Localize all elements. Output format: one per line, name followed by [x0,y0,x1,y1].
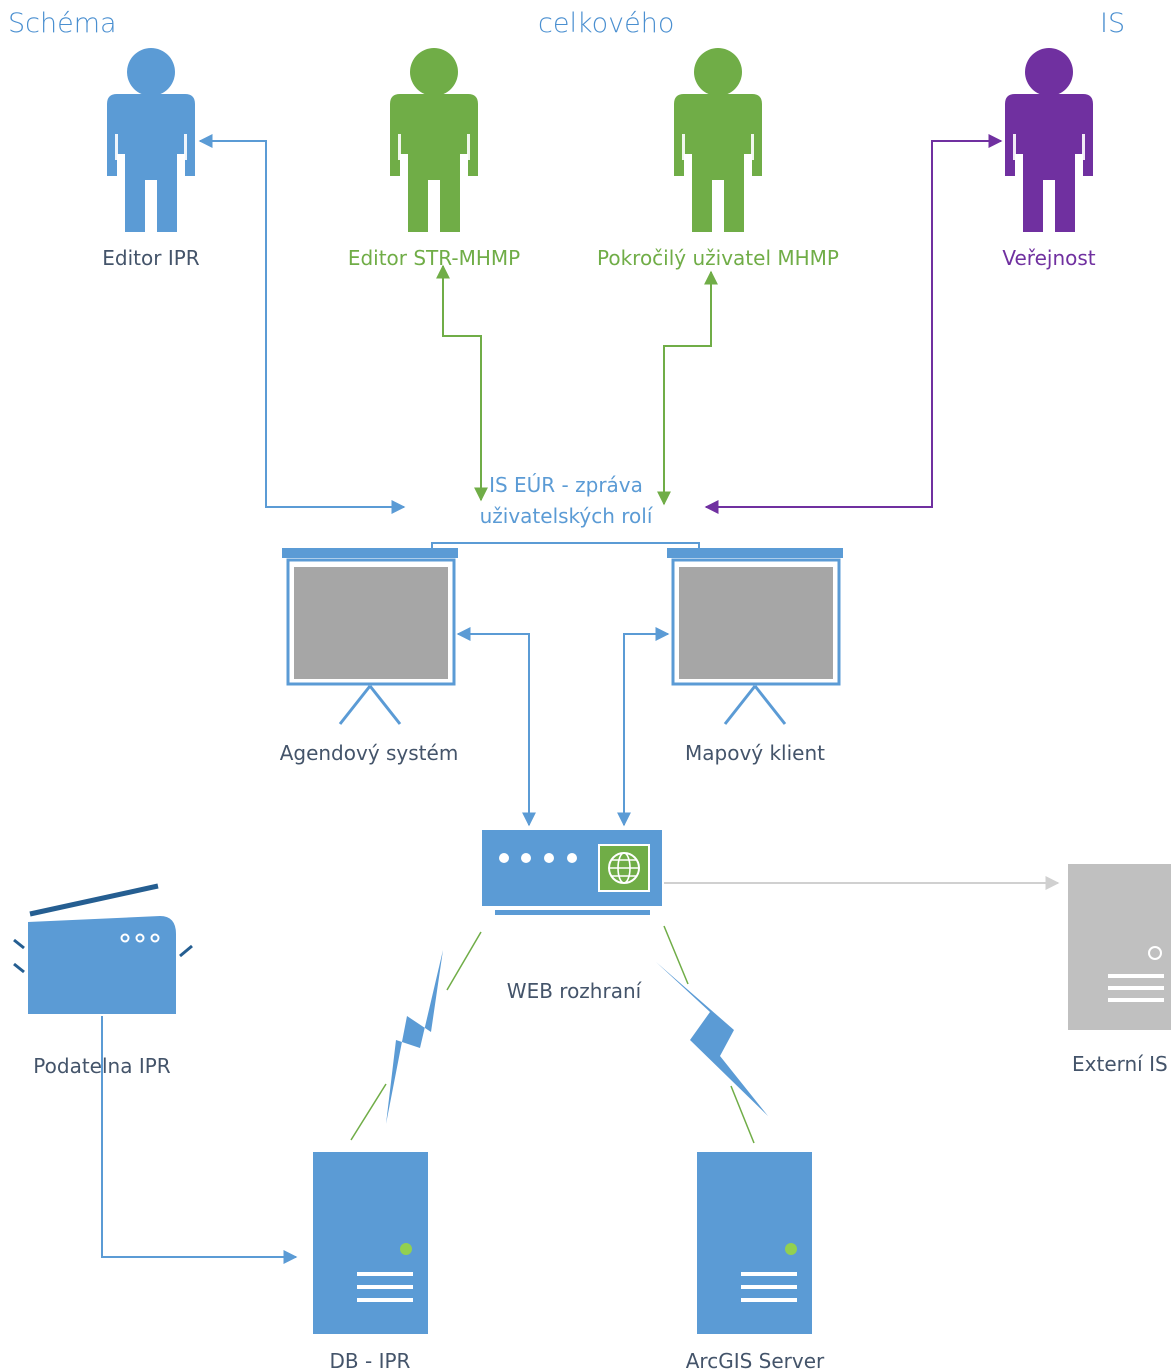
title-word-1: Schéma [8,8,117,39]
arcgis-label: ArcGIS Server [686,1349,825,1372]
externi-label: Externí IS [1072,1052,1168,1076]
agenda-screen-icon [282,548,458,725]
editor-str-connector [436,264,488,502]
verejnost-connector [704,134,1003,514]
agenda-label: Agendový systém [280,741,459,765]
editor-ipr-person-icon [107,48,195,232]
mapovy-web-connector [617,627,670,827]
podatelna-label: Podatelna IPR [33,1054,170,1078]
web-interface-icon [482,830,662,915]
db-label: DB - IPR [330,1349,411,1372]
pokrocily-label: Pokročilý uživatel MHMP [597,246,839,270]
editor-ipr-connector [198,134,406,514]
web-db-lightning-icon [350,931,482,1141]
pokrocily-person-icon [674,48,762,232]
web-arcgis-lightning-icon [656,925,768,1144]
screens-bracket [431,542,700,550]
editor-ipr-label: Editor IPR [102,246,200,270]
hub-label-line1: IS EÚR - zpráva [489,473,643,497]
editor-str-person-icon [390,48,478,232]
arcgis-server-icon [697,1152,812,1334]
podatelna-fax-icon [13,883,193,1014]
title-word-2: celkového [538,8,675,39]
title-word-3: IS [1100,8,1126,39]
externi-server-icon [1068,864,1171,1030]
pokrocily-connector [657,270,718,506]
podatelna-db-connector [101,1016,298,1264]
web-label: WEB rozhraní [507,979,643,1003]
agenda-web-connector [456,627,536,827]
verejnost-label: Veřejnost [1002,246,1095,270]
hub-label-line2: uživatelských rolí [480,504,654,528]
db-server-icon [313,1152,428,1334]
editor-str-label: Editor STR-MHMP [348,246,520,270]
mapovy-screen-icon [667,548,843,725]
verejnost-person-icon [1005,48,1093,232]
mapovy-label: Mapový klient [685,741,825,765]
